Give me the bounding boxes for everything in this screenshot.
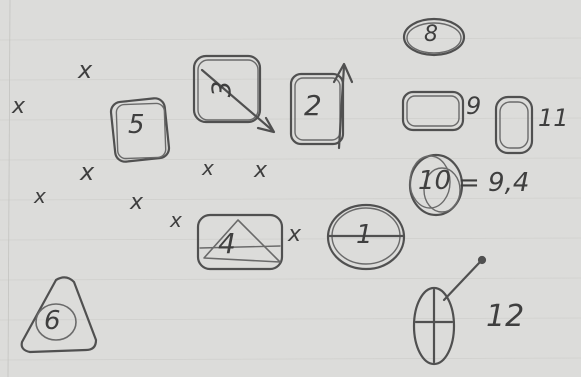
label-10-note: = 9,4	[458, 170, 529, 196]
label-10: 10	[418, 168, 451, 194]
x-mark: x	[80, 160, 94, 184]
x-mark: x	[254, 160, 267, 182]
label-8: 8	[424, 24, 438, 46]
label-4: 4	[218, 230, 236, 258]
label-2: 2	[304, 92, 322, 120]
x-mark: x	[12, 96, 25, 118]
x-mark: x	[202, 158, 214, 178]
label-1: 1	[356, 222, 373, 248]
x-mark: x	[34, 186, 46, 206]
shape-12-arrow	[444, 262, 480, 300]
label-5: 5	[128, 112, 145, 138]
label-12: 12	[486, 302, 524, 332]
shape-9	[403, 92, 463, 130]
shape-11	[496, 97, 532, 153]
x-mark: x	[288, 224, 301, 246]
label-6: 6	[44, 308, 61, 334]
label-9: 9	[466, 94, 481, 118]
x-mark: x	[130, 192, 143, 214]
x-mark: x	[170, 210, 182, 230]
label-11: 11	[538, 106, 569, 130]
x-mark: x	[78, 58, 92, 82]
label-3: 3	[209, 81, 235, 98]
